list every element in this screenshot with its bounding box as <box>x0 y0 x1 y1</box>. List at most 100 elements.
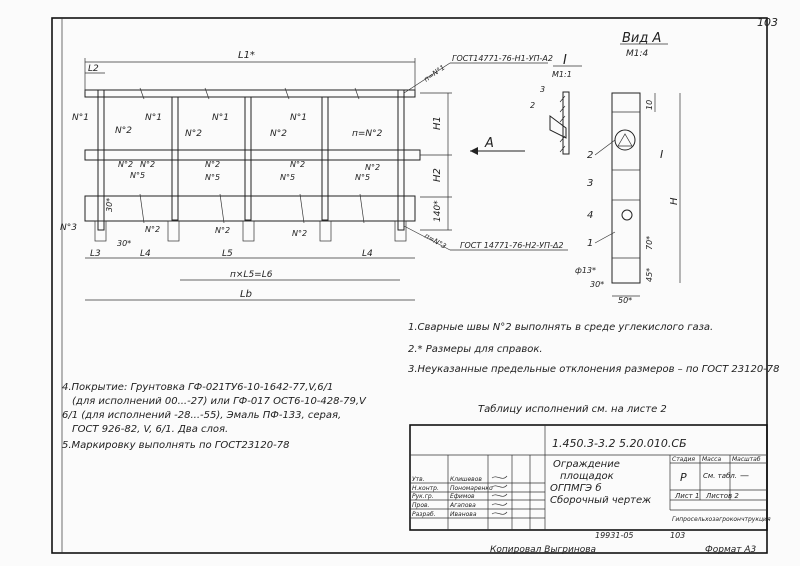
role-utv: Утв. <box>412 476 425 483</box>
note-4-line2: (для исполнений 00...-27) или ГФ-017 ОСТ… <box>72 396 367 407</box>
title-block: 1.450.3-3.2 5.20.010.СБ Ограждение площа… <box>409 424 771 531</box>
view-a: Вид А М1:4 10 H 70* 45* 50* 30* ф13* 2 3… <box>575 31 681 305</box>
label-n5-b: N°5 <box>205 173 220 182</box>
view-dim-h: H <box>669 197 680 205</box>
inventory-number: 19931-05 <box>595 531 634 540</box>
callout-4: 4 <box>587 210 593 221</box>
sheet-index: Лист 1 <box>674 492 699 500</box>
role-prov: Пров. <box>412 502 430 509</box>
dim-n-formula: п×L5=L6 <box>230 270 273 280</box>
copied-by: Копировал Выгринова <box>490 545 596 555</box>
label-n1-a: N°1 <box>72 113 89 123</box>
role-nkontr: Н.контр. <box>412 485 439 492</box>
gost-top: ГОСТ14771-76-Н1-УП-А2 <box>452 54 553 63</box>
foot-plate-3 <box>242 220 255 242</box>
label-n2-c: N°2 <box>270 129 287 139</box>
post-3 <box>244 96 252 221</box>
sheet-format: Формат А3 <box>705 545 757 555</box>
section-i: I М1:1 3 2 <box>530 53 582 155</box>
role-razrab: Разраб. <box>412 511 436 518</box>
label-n5-a: N°5 <box>130 171 145 180</box>
note-4-line4: ГОСТ 926-82, V, 6/1. Два слоя. <box>72 424 228 435</box>
label-n2-a: N°2 <box>115 126 132 136</box>
view-dim-phi13: ф13* <box>575 266 596 275</box>
label-n2-h: N°2 <box>365 163 380 172</box>
label-n2-g: N°2 <box>290 160 305 169</box>
view-dim-70: 70* <box>645 236 654 250</box>
sheet-number: 103 <box>757 16 778 29</box>
dim-30-foot: 30* <box>117 239 131 248</box>
gost-bottom-prefix: п=N°3 <box>423 232 447 251</box>
label-n2-d: N°2 <box>118 160 133 169</box>
title-line-3: ОГПМГЭ б <box>550 482 602 494</box>
name-nkontr: Пономаренко <box>450 485 493 492</box>
name-rukgr: Ефимов <box>450 493 475 500</box>
top-rail <box>84 89 416 98</box>
dim-l3: L3 <box>90 249 101 259</box>
stage-value: Р <box>680 471 687 484</box>
view-dim-45: 45* <box>645 268 654 282</box>
label-n2-f: N°2 <box>205 160 220 169</box>
kick-plate <box>84 195 416 222</box>
footer-page: 103 <box>670 531 685 540</box>
title-line-1: Ограждение <box>553 459 620 470</box>
view-dim-10: 10 <box>645 100 654 110</box>
mass-value: См. табл. <box>703 472 737 480</box>
dim-l2: L2 <box>88 64 99 74</box>
label-n2-e: N°2 <box>140 160 155 169</box>
view-section-mark: I <box>660 148 663 161</box>
doc-type: Сборочный чертеж <box>550 494 651 506</box>
name-utv: Клишевов <box>450 476 482 483</box>
post-2 <box>171 96 179 221</box>
label-n2-b: N°2 <box>185 129 202 139</box>
section-scale: М1:1 <box>552 70 572 79</box>
sheet-border <box>51 17 768 554</box>
scale-header: Масштаб <box>732 456 761 463</box>
post-5 <box>397 89 405 231</box>
label-n1-d: N°1 <box>290 113 307 123</box>
note-5: 5.Маркировку выполнять по ГОСТ23120-78 <box>62 440 289 451</box>
dim-lb: Lb <box>240 289 252 300</box>
note-3: 3.Неуказанные предельные отклонения разм… <box>408 364 780 375</box>
signatures <box>491 475 508 515</box>
notes-left: 4.Покрытие: Грунтовка ГФ-021ТУ6-10-1642-… <box>62 382 367 451</box>
foot-plate-5 <box>394 220 407 242</box>
foot-plate-2 <box>167 220 180 242</box>
view-a-scale: М1:4 <box>626 49 649 59</box>
mass-header: Масса <box>702 456 721 463</box>
sec-dim-3: 3 <box>540 85 545 94</box>
position-labels: N°1 N°1 N°1 N°1 N°2 N°2 N°2 п=N°2 N°2 N°… <box>60 54 568 251</box>
label-n5-c: N°5 <box>280 173 295 182</box>
dim-l4: L4 <box>140 249 151 259</box>
label-n2-j: N°2 <box>215 226 230 235</box>
dim-l1: L1* <box>238 50 255 61</box>
dim-h1: H1 <box>432 116 443 130</box>
stage-header: Стадия <box>672 456 695 463</box>
gost-top-prefix: п=N°1 <box>423 64 447 84</box>
title-line-2: площадок <box>560 471 614 482</box>
sec-dim-2: 2 <box>530 101 535 110</box>
dim-h140: 140* <box>433 200 443 222</box>
label-n3: N°3 <box>60 223 77 233</box>
name-razrab: Иванова <box>450 511 477 518</box>
callout-2: 2 <box>587 150 593 161</box>
callout-1: 1 <box>587 238 593 249</box>
dim-30-post: 30* <box>105 198 114 212</box>
railing-elevation <box>84 87 421 242</box>
callout-3: 3 <box>587 178 593 189</box>
label-n2-i: N°2 <box>145 225 160 234</box>
view-dim-50: 50* <box>618 296 632 305</box>
label-pn2: п=N°2 <box>352 129 383 139</box>
section-title: I <box>563 53 567 68</box>
footer: 19931-05 103 Копировал Выгринова Формат … <box>490 531 757 555</box>
dim-l5: L5 <box>222 249 233 259</box>
note-2: 2.* Размеры для справок. <box>408 344 543 355</box>
note-4-line3: 6/1 (для исполнений -28...-55), Эмаль ПФ… <box>62 410 341 421</box>
foot-plate-1 <box>94 220 107 242</box>
label-n1-c: N°1 <box>212 113 229 123</box>
role-rukgr: Рук.гр. <box>412 493 434 500</box>
sheet-count: Листов 2 <box>705 492 739 500</box>
table-note: Таблицу исполнений см. на листе 2 <box>478 403 667 415</box>
dimensions: L1* L2 L3 L4 L5 L4 п×L5=L6 Lb H1 H2 140*… <box>84 50 452 301</box>
